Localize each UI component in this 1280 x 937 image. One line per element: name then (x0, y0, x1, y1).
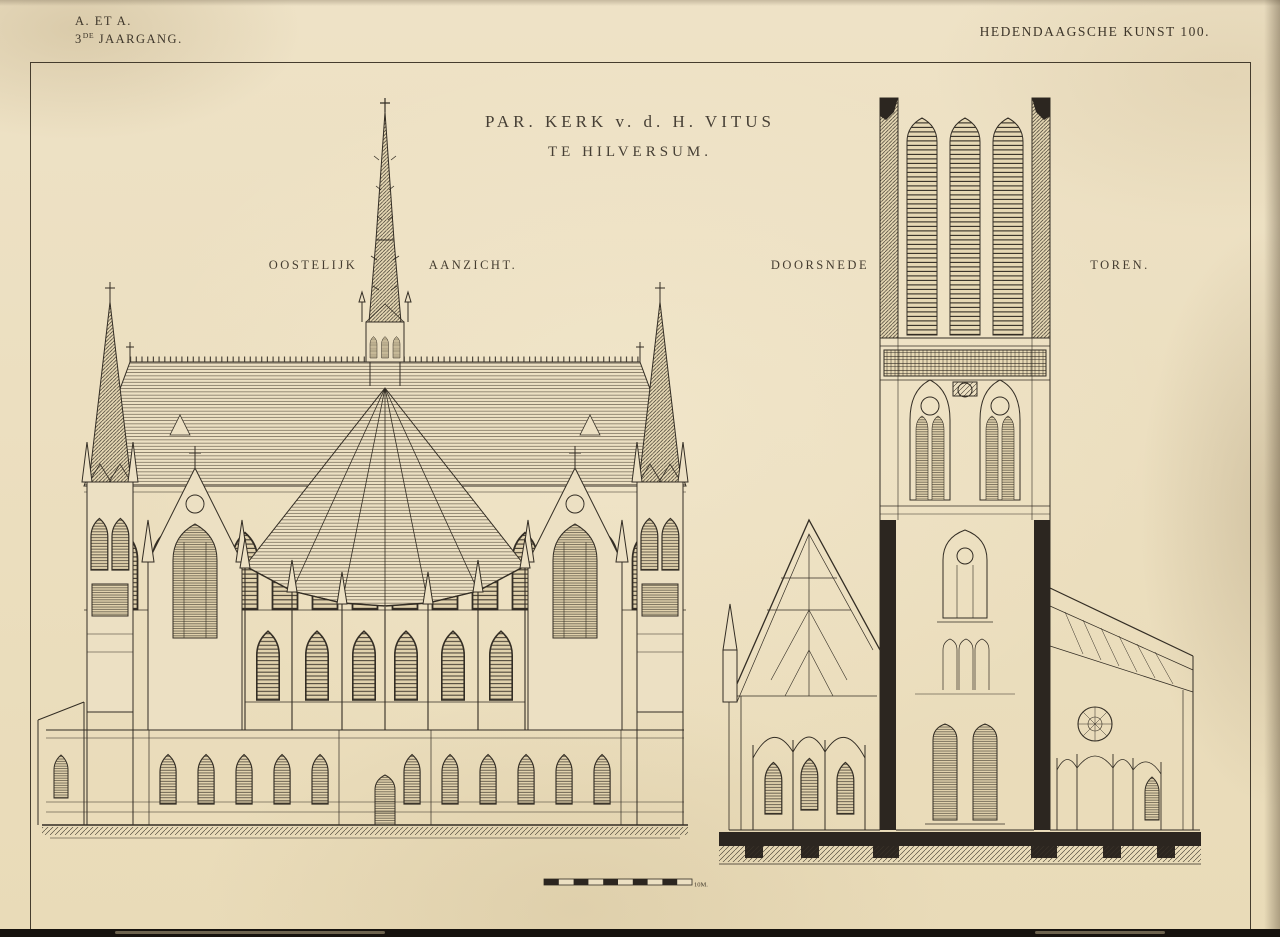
plate-title: PAR. KERK v. d. H. VITUS TE HILVERSUM. (430, 112, 830, 161)
scan-shadow-right (1264, 0, 1280, 937)
plate-title-line2: TE HILVERSUM. (548, 144, 712, 160)
publisher-mark: A. ET A. 3DE JAARGANG. (75, 12, 183, 48)
plate-frame (30, 62, 1251, 937)
caption-aanzicht: AANZICHT. (428, 258, 518, 272)
scale-label: 10M. (694, 882, 708, 889)
tower (879, 97, 1051, 831)
foundation-poche (719, 832, 1201, 865)
cropped-text-fragment-right (1035, 931, 1165, 934)
cropped-text-fragment-left (115, 931, 385, 934)
corner-turret-right (631, 282, 689, 825)
transept-gable-right (521, 446, 629, 731)
caption-toren: TOREN. (1090, 258, 1150, 272)
central-spire (358, 98, 412, 386)
aisle-walls (46, 729, 684, 825)
volume-line: 3DE JAARGANG. (75, 31, 183, 47)
caption-oostelijk: OOSTELIJK (268, 258, 358, 272)
series-title: HEDENDAAGSCHE KUNST 100. (979, 24, 1210, 39)
scan-shadow-top (0, 0, 1280, 6)
transept-gable-left (141, 446, 249, 731)
publisher-line1: A. ET A. (75, 14, 132, 28)
nave-roof-truss-section (722, 518, 881, 831)
ground-line (42, 824, 688, 839)
plate-title-line1: PAR. KERK v. d. H. VITUS (485, 112, 775, 131)
aisle-section-right (1049, 587, 1200, 831)
corner-turret-left (81, 282, 139, 825)
annex-left (37, 701, 85, 825)
tower-section-drawing (719, 97, 1201, 865)
scan-edge-strip (0, 929, 1280, 937)
east-elevation-drawing (37, 98, 689, 839)
caption-doorsnede: DOORSNEDE (770, 258, 870, 272)
apse-chapels (239, 537, 531, 730)
scale-bar: 10M. (543, 878, 708, 889)
